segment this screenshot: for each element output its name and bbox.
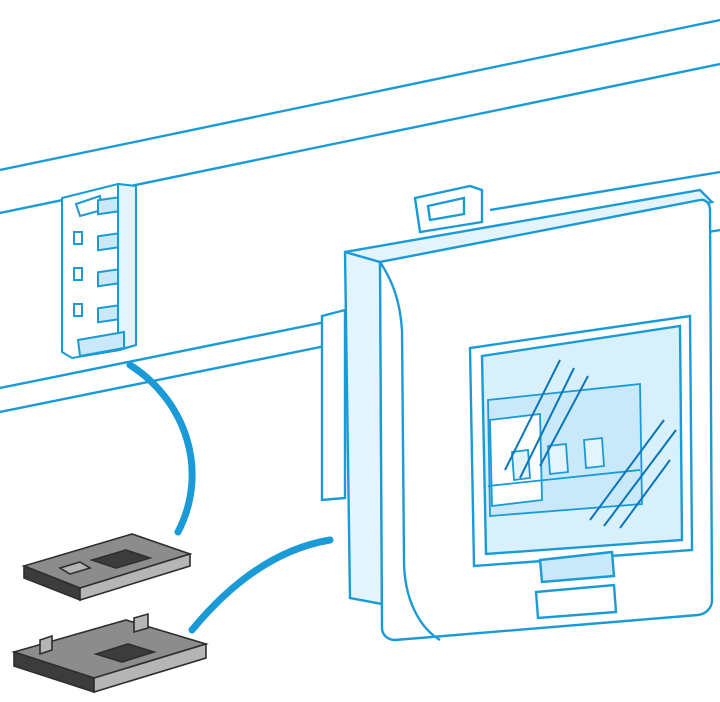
outlet-side: [117, 182, 137, 352]
outlet-side-slots: [73, 231, 83, 317]
leader-enclosure-to-accessory: [188, 536, 334, 634]
outlet-base: [76, 330, 125, 358]
accessory-top-tab: [58, 561, 92, 575]
leader-lines: [126, 361, 334, 634]
trunking-face-front: [0, 316, 346, 390]
accessory-top-side: [79, 552, 191, 602]
outlet-slots: [97, 196, 119, 324]
enclosure-top-clip-inner: [426, 196, 466, 222]
breaker-handle-1: [511, 448, 531, 482]
circuit-breaker: [487, 383, 643, 517]
leader-outlet-to-accessory: [126, 361, 196, 536]
enclosure-latch: [538, 550, 616, 584]
accessory-top: [21, 533, 193, 602]
breaker-handle-3: [583, 437, 605, 469]
tap-off-outlet: [61, 182, 137, 360]
breaker-handle-2: [547, 443, 569, 475]
trunking-bottom-edge: [0, 340, 346, 414]
accessory-bottom: [11, 612, 209, 694]
enclosure-top-face: [344, 188, 715, 264]
enclosure-door-edge: [379, 261, 441, 642]
breaker-rail: [487, 469, 641, 487]
accessory-bottom-post-left: [39, 634, 53, 656]
glass-reflections: [504, 359, 677, 529]
trunking-upper-right: [489, 170, 720, 212]
enclosure-label-plate: [534, 583, 618, 620]
enclosure-side-bracket: [320, 308, 347, 502]
enclosure-left-side: [343, 244, 384, 606]
accessory-bottom-post-right: [133, 612, 149, 634]
accessory-bottom-slot: [93, 643, 157, 663]
enclosure-top-clip: [413, 184, 484, 234]
accessory-bottom-side: [93, 642, 207, 694]
accessory-top-slot: [89, 549, 153, 569]
trunking-top-edge: [0, 18, 720, 172]
